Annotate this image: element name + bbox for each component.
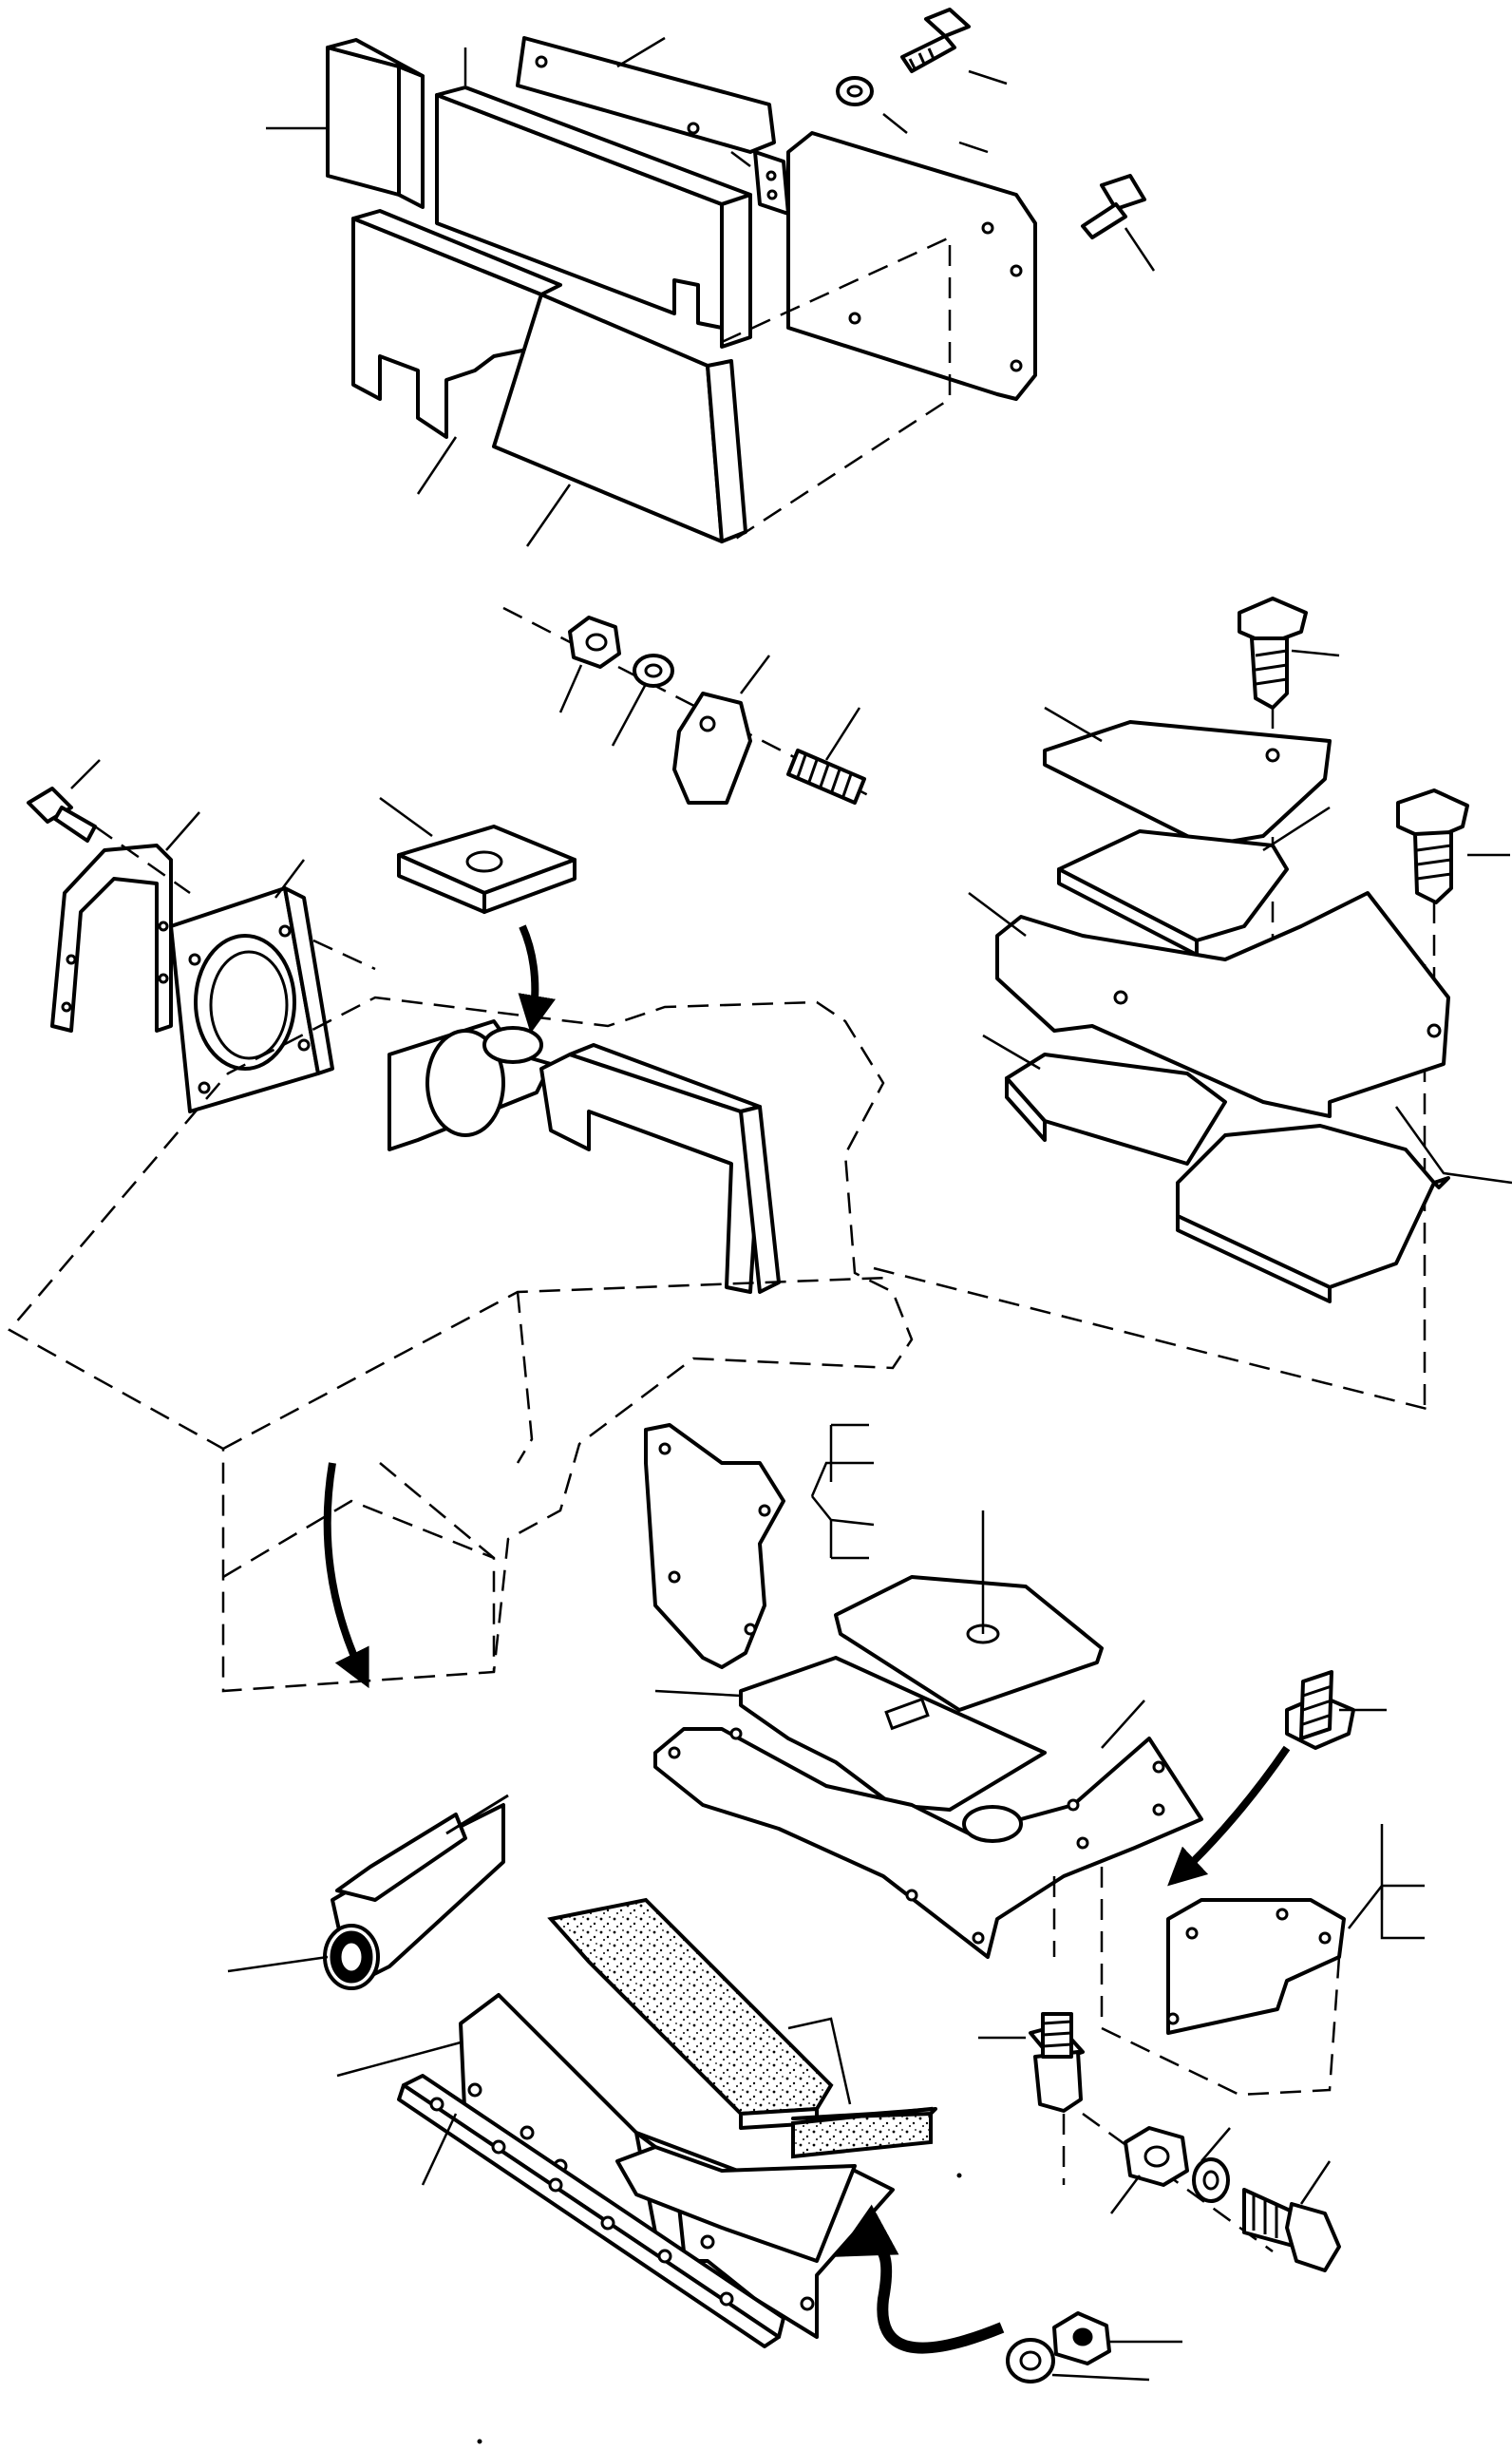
leader-line <box>616 36 666 68</box>
leader-line <box>831 1423 869 1560</box>
left-flange-group <box>27 759 376 1113</box>
leader-line <box>1200 2127 1231 2162</box>
leader-line <box>958 141 989 154</box>
leader-line <box>611 683 648 747</box>
hex-nut-bottom <box>1052 2311 1111 2365</box>
leader-line <box>70 759 101 789</box>
leader-line <box>421 2113 458 2186</box>
leader-line <box>165 811 200 851</box>
leader-line <box>968 69 1008 85</box>
floor-assembly <box>644 1423 1425 2097</box>
leader-line <box>1394 1106 1512 1185</box>
cap-screw-right-top <box>1081 174 1146 239</box>
inner-cover-plate <box>516 36 776 154</box>
leader-line <box>1291 649 1340 657</box>
flange-gasket <box>50 844 173 1033</box>
flat-washer-top <box>836 76 874 106</box>
leader-line <box>1380 1886 1425 1940</box>
leader-line <box>811 1495 875 1527</box>
right-stack <box>968 597 1512 1303</box>
print-speck <box>956 2173 962 2178</box>
top-insulation-sheet <box>1043 720 1332 847</box>
leader-line <box>558 664 583 713</box>
floor-pad <box>834 1575 1104 1712</box>
leader-line <box>1124 227 1156 272</box>
arrow <box>835 2204 1005 2354</box>
arrow <box>323 1462 369 1689</box>
outer-cover-plate <box>786 131 1037 401</box>
lower-left-pad <box>1005 1053 1227 1166</box>
flat-washer-bottom <box>1006 2338 1055 2384</box>
l-shaped-pad-assembly <box>387 1019 781 1294</box>
leader-line <box>1262 806 1331 852</box>
leader-line <box>654 1689 742 1698</box>
center-pad-group <box>379 796 781 1294</box>
cap-screw-left <box>27 787 97 843</box>
tube-seal <box>323 1794 509 1990</box>
leader-line <box>227 1955 329 1973</box>
leader-line <box>416 436 458 495</box>
bearing-flange-housing <box>169 886 334 1113</box>
flange-bolt-right-1 <box>1238 597 1308 710</box>
leader-line <box>1299 2160 1332 2205</box>
retaining-strip <box>397 2074 785 2348</box>
side-bracket-right <box>1166 1898 1346 2035</box>
leader-line <box>824 707 861 761</box>
top-assembly <box>266 8 1156 547</box>
side-pad-block <box>326 38 425 209</box>
flange-bolt-floor <box>1285 1670 1355 1750</box>
foam-strip-lower <box>791 2106 937 2159</box>
mount-bracket <box>753 150 790 216</box>
floor-plate <box>653 1727 1203 1959</box>
corner-bracket <box>644 1423 785 1669</box>
slotted-pad-panel <box>435 85 752 349</box>
leader-line <box>379 796 433 838</box>
cap-screw-top <box>900 8 971 73</box>
leader-line <box>882 113 908 134</box>
leader-line <box>982 1034 1041 1071</box>
upper-pad <box>1057 829 1289 957</box>
lower-right-pad <box>1176 1124 1450 1303</box>
leader-line <box>787 2017 852 2105</box>
mounting-flange-plate <box>672 692 752 805</box>
leader-line <box>740 655 770 694</box>
lower-frame-plate <box>995 891 1450 1118</box>
lower-right-hardware <box>477 2012 1341 2444</box>
leader-line <box>336 2041 462 2078</box>
flange-bolt-right-2 <box>1396 788 1469 904</box>
leader-line <box>810 1461 874 1497</box>
flange-screw-lower <box>1242 2188 1341 2272</box>
lock-washer-mid <box>633 654 674 688</box>
arrow <box>1167 1745 1291 1887</box>
leader-line <box>274 859 305 899</box>
hex-nut-mid <box>568 616 621 669</box>
leader-line <box>1044 706 1103 743</box>
leader-line <box>968 892 1027 937</box>
leader-line <box>525 484 572 547</box>
leader-line <box>1101 1700 1145 1749</box>
arrow <box>518 924 556 1034</box>
hex-nut-lower <box>1124 2126 1189 2187</box>
print-speck <box>477 2439 482 2444</box>
flange-bolt-lower <box>1029 2012 1085 2113</box>
leader-line <box>1051 2373 1150 2382</box>
square-spacer-pad <box>397 825 576 914</box>
leader-line <box>1348 1884 1425 1929</box>
middle-hardware <box>502 606 875 805</box>
flat-washer-lower <box>1192 2157 1230 2203</box>
stud-bolt <box>786 749 866 805</box>
front-pad-panel <box>492 236 952 543</box>
leader-line <box>730 151 751 167</box>
lower-left-group <box>227 1462 1005 2354</box>
leader-line <box>1110 2175 1141 2214</box>
